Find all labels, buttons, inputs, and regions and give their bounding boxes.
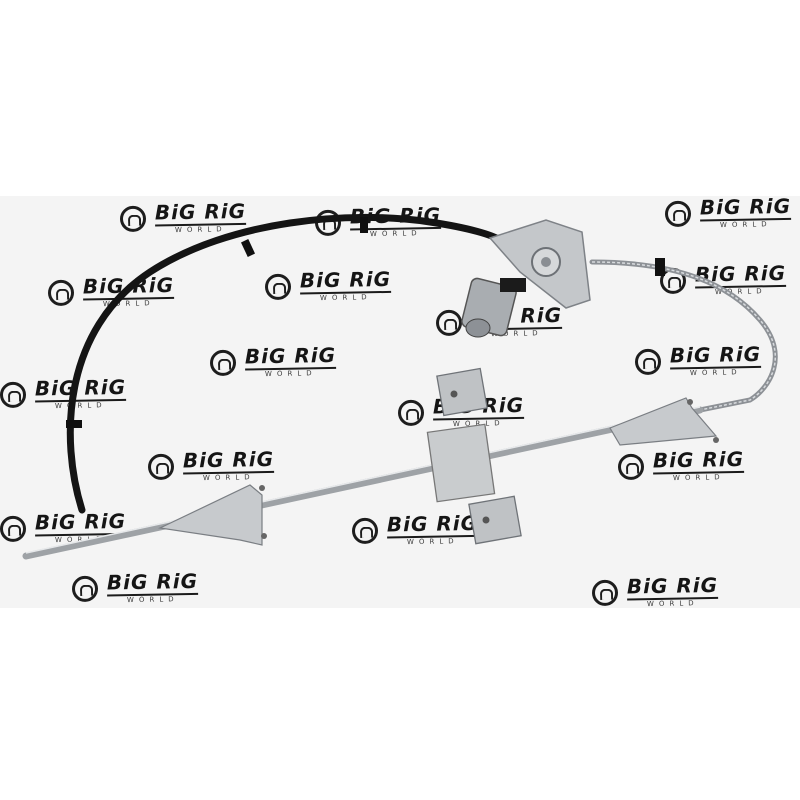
bracket-bolt xyxy=(713,437,719,443)
cable-clip xyxy=(66,420,82,428)
cable-clip xyxy=(360,217,368,233)
regulator-rail xyxy=(22,406,704,560)
cable-clip xyxy=(655,258,665,276)
clamp-bolt xyxy=(482,516,490,524)
glass-carrier xyxy=(426,423,496,503)
motor-connector xyxy=(500,278,526,292)
drive-gear-hub xyxy=(541,257,551,267)
photo-backdrop xyxy=(0,196,800,608)
bracket-bolt xyxy=(259,485,265,491)
steel-cable-highlight xyxy=(591,261,777,411)
bracket-bolt xyxy=(687,399,693,405)
bracket-bolt xyxy=(261,533,267,539)
cable-sheath xyxy=(66,213,504,514)
motor-end-cap xyxy=(465,318,491,338)
steel-cable xyxy=(589,259,778,413)
clamp-bolt xyxy=(450,390,458,398)
glass-clamp-bottom xyxy=(468,495,522,545)
rail-bracket-right xyxy=(609,397,718,446)
regulator-rail-edge xyxy=(25,406,701,554)
rail-bracket-left xyxy=(157,484,263,546)
cable-clip xyxy=(240,239,256,257)
glass-clamp-top xyxy=(436,367,488,417)
